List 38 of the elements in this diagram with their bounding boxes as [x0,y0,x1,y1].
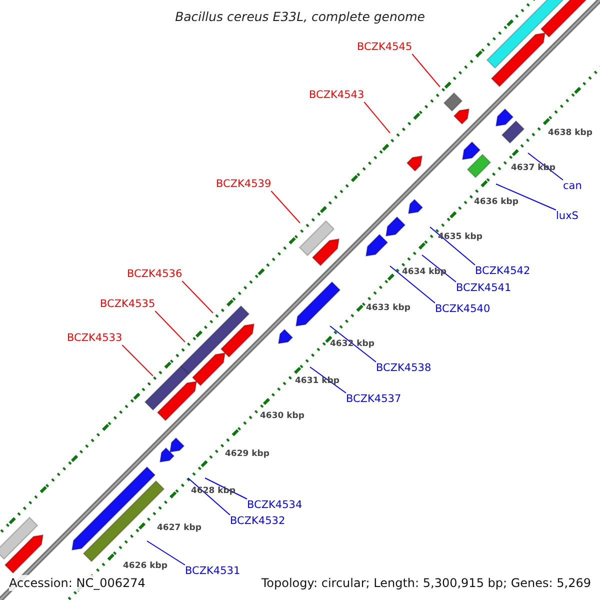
scale-label: 4638 kbp [548,128,592,139]
leader-line [364,102,390,134]
gene-label: BCZK4537 [346,393,402,406]
title: Bacillus cereus E33L, complete genome [175,9,425,24]
leader-line [390,266,436,304]
gene-label: BCZK4543 [309,89,364,102]
scale-label: 4629 kbp [225,449,270,460]
gene-label: BCZK4532 [230,515,286,528]
leader-line [412,54,440,88]
gene-label: BCZK4531 [185,565,240,578]
scale-label: 4630 kbp [260,411,304,422]
gene-label: BCZK4539 [216,178,272,191]
scale-label: 4627 kbp [157,523,202,534]
leader-line [122,344,154,376]
leader-line [430,226,476,266]
genome-info: Accession: NC_006274 [9,575,146,591]
gene-label: BCZK4534 [247,499,302,512]
leader-line [270,190,300,224]
gene-label: can [563,180,582,193]
gene-label: BCZK4542 [475,265,530,278]
scale-label: 4626 kbp [123,561,168,572]
leader-line [496,184,556,210]
gene-label: BCZK4545 [357,41,412,54]
scale-label: 4636 kbp [474,197,518,208]
gene-label: BCZK4533 [67,332,122,345]
gene-label: BCZK4536 [127,268,182,281]
leader-line [182,280,214,314]
genome-info: Topology: circular; Length: 5,300,915 bp; Genes: 5,269 [261,575,591,591]
gene-label: BCZK4538 [376,362,432,375]
gene-label: luxS [556,210,578,223]
gene-label: BCZK4540 [435,303,490,316]
leader-line [330,326,376,362]
leader-line [146,540,186,566]
leader-line [154,310,186,342]
scale-label: 4632 kbp [330,339,374,350]
scale-label: 4633 kbp [366,303,410,314]
gene-label: BCZK4541 [456,282,512,295]
gene-label: BCZK4535 [100,298,156,311]
